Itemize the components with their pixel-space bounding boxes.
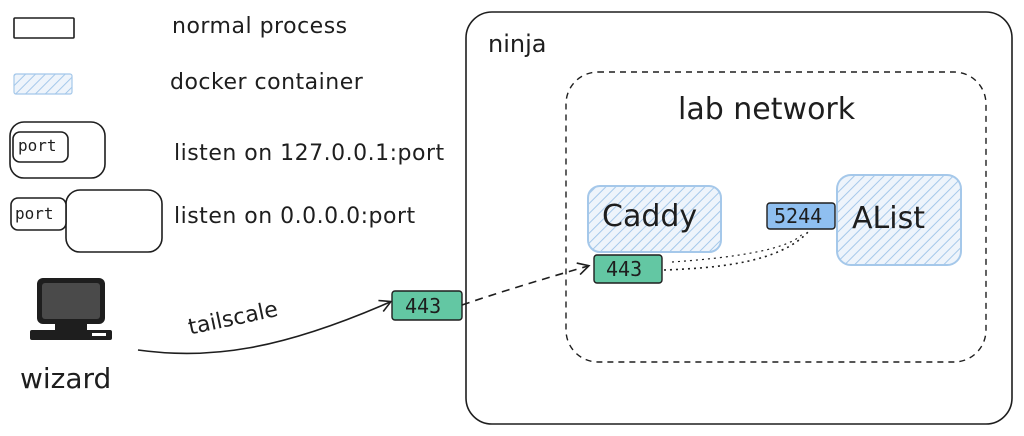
- alist-port-label: 5244: [774, 204, 823, 228]
- tailscale-arrow: [137, 299, 393, 355]
- legend-listen-all-label: listen on 0.0.0.0:port: [174, 204, 416, 229]
- legend-docker-container-label: docker container: [170, 70, 364, 95]
- legend-listen-all-box: [65, 189, 163, 253]
- host-box: [465, 11, 1013, 425]
- computer-icon: [30, 278, 112, 340]
- host-to-caddy-arrow: [461, 262, 591, 306]
- alist-name: AList: [852, 201, 925, 236]
- legend-listen-all-port-box: [10, 197, 67, 231]
- network-box: [565, 71, 987, 363]
- host-name: ninja: [488, 30, 547, 58]
- caddy-alist-link-2: [671, 231, 805, 263]
- caddy-port-box: [593, 254, 663, 284]
- alist-container: [836, 174, 962, 266]
- caddy-name: Caddy: [602, 199, 698, 234]
- host-port-label: 443: [405, 294, 442, 318]
- legend-listen-all-port-text: port: [15, 204, 54, 223]
- client-name: wizard: [20, 362, 112, 395]
- legend-listen-local-port-text: port: [18, 136, 57, 155]
- alist-port-box: [766, 202, 836, 230]
- legend-docker-container-swatch: [13, 73, 73, 95]
- legend-listen-local-port-box: [12, 131, 69, 163]
- legend-normal-process-label: normal process: [172, 14, 348, 39]
- network-name: lab network: [678, 92, 856, 127]
- legend-normal-process-swatch: [13, 17, 75, 39]
- caddy-alist-link: [663, 231, 809, 271]
- caddy-container: [587, 185, 722, 253]
- legend-listen-local-label: listen on 127.0.0.1:port: [174, 141, 445, 166]
- caddy-port-label: 443: [606, 257, 643, 281]
